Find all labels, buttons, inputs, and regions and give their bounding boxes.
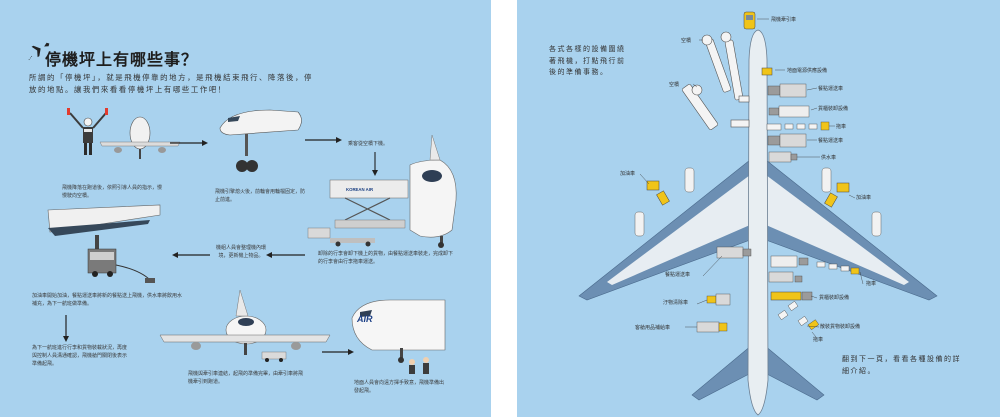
- caption-fuel: 加油車開始加油，餐點運送車將新的餐點送上飛機，供水車將飲用水補充，為下一航班做準…: [32, 293, 183, 307]
- jet-nose-departing-illustration: [351, 299, 446, 374]
- label-tug: 飛機牽引車: [771, 17, 797, 23]
- marshal-illustration: [67, 108, 108, 155]
- apron-diagram: [578, 11, 938, 416]
- intro-text: 所謂的「停機坪」，就是飛機停靠的地方，是飛機結束飛行、降落後，停放的地點。讓我們…: [29, 73, 314, 94]
- label-tractor-1: 拖車: [836, 124, 847, 130]
- page-title: 停機坪上有哪些事？: [45, 50, 199, 69]
- label-cargo-loader-2: 貨櫃裝卸設備: [819, 295, 850, 301]
- plane-front-1: [99, 116, 181, 159]
- label-cargo-loader: 貨櫃裝卸設備: [818, 106, 849, 112]
- fuel-truck-illustration: [47, 204, 161, 283]
- arrow-down: [63, 315, 69, 342]
- right-intro-text: 各式各樣的設備圍繞著飛機，打點飛行前後的準備事務。: [549, 45, 626, 76]
- right-outro-text: 翻到下一頁，看看各種設備的詳細介紹。: [842, 355, 961, 375]
- label-fuel-2: 加油車: [856, 195, 872, 201]
- caption-farewell: 地面人員會向遠方揮手致意，飛機準備出發起飛。: [354, 380, 445, 394]
- left-tailplane: [691, 344, 754, 401]
- engine-2: [684, 167, 695, 193]
- caption-checkup: 為下一航班進行行李和貨物裝載狀況，再度與控制人員溝通確認，飛機艙門關閉後表示準備…: [32, 345, 128, 367]
- arrow-4: [266, 252, 305, 258]
- rear-vehicles: [696, 246, 860, 333]
- engine-4: [871, 211, 882, 237]
- label-tractor-2: 拖車: [866, 281, 877, 287]
- caption-chock: 飛機引擎熄火後，前輪會用輪檔固定，防止前進。: [215, 189, 306, 203]
- plane-title-icon: [28, 42, 50, 61]
- caption-bridge: 乘客從空橋下機。: [348, 141, 389, 147]
- caption-baggage: 卸除的行李會卸下機上的貨物，由餐點運送車裝走，完成卸下的行李會由行李拖車運送。: [318, 251, 454, 265]
- gpu-vehicle: [761, 67, 773, 76]
- left-page: KOREAN AIR: [0, 0, 491, 417]
- leader-lines: [639, 18, 864, 338]
- caption-tug: 飛機與牽引車連結，起飛的準備完畢，由牽引車將飛機牽引到跑道。: [188, 371, 304, 385]
- nose-gear-illustration: [219, 109, 302, 172]
- label-fuel-1: 加油車: [620, 171, 636, 177]
- engine-3: [821, 167, 832, 193]
- fuel-trucks: [646, 180, 850, 208]
- label-tractor-3: 拖車: [813, 337, 824, 343]
- engine-1: [634, 211, 645, 237]
- label-bridge-2: 空橋: [669, 82, 680, 88]
- right-wing-top: [766, 175, 909, 285]
- label-belt-loader: 散裝貨物裝卸設備: [820, 324, 861, 330]
- fuselage: [747, 29, 769, 416]
- right-tailplane: [762, 344, 825, 401]
- arrow-3: [172, 252, 210, 258]
- label-water: 供水車: [821, 155, 837, 161]
- arrow-1: [170, 140, 208, 146]
- caption-cleaning: 機組人員會整理機內環境，更新機上物品。: [215, 245, 266, 259]
- jet-bridges: [682, 31, 750, 130]
- arrow-down-small: [372, 152, 378, 176]
- label-catering-1: 餐點運送車: [818, 86, 844, 92]
- jet-with-tug-illustration: [159, 289, 331, 362]
- label-cleaning: 汙物清除車: [663, 300, 689, 306]
- caption-marshal: 飛機降落在跑道後，依照引導人員的指示，慢慢駛向空橋。: [62, 185, 163, 199]
- left-wing-top: [607, 175, 750, 285]
- label-bridge-1: 空橋: [681, 38, 692, 44]
- jet-at-gate-illustration: [307, 134, 457, 248]
- jet-livery-text: KOREAN AIR: [346, 187, 374, 192]
- tug-vehicle: [743, 11, 756, 30]
- right-side-vehicles: [766, 83, 830, 163]
- label-gpu: 地面電源供應設備: [787, 68, 828, 74]
- label-catering-2: 餐點運送車: [818, 138, 844, 144]
- arrow-5: [322, 349, 354, 355]
- tail-livery-text: AIR: [356, 314, 373, 324]
- label-catering-3: 餐點運送車: [665, 272, 691, 278]
- arrow-2: [305, 137, 342, 143]
- left-illustrations: KOREAN AIR: [28, 42, 457, 374]
- label-cabin-supply: 客艙用品補給車: [635, 325, 671, 331]
- right-page: 各式各樣的設備圍繞著飛機，打點飛行前後的準備事務。 翻到下一頁，看看各種設備的詳…: [517, 0, 1000, 417]
